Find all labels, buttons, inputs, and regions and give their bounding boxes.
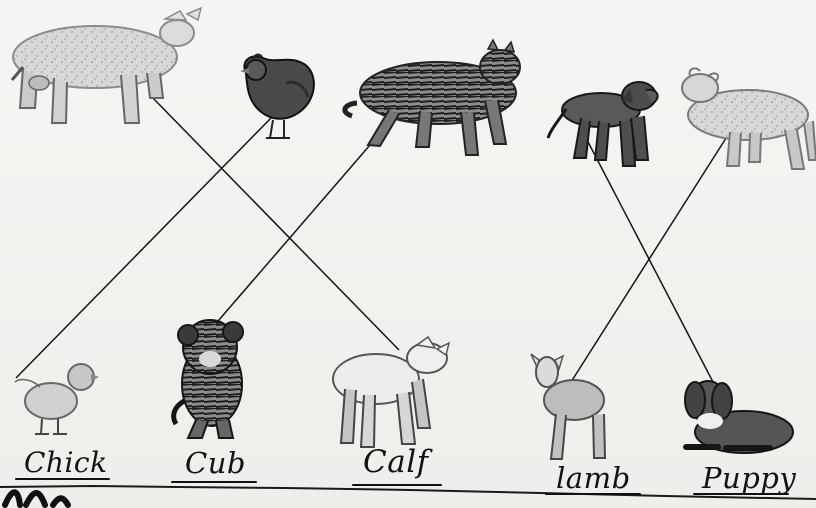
bottom-left-mark — [5, 492, 68, 505]
dog-image — [548, 82, 658, 166]
cow-image — [12, 8, 201, 123]
cub-image — [174, 320, 243, 438]
underline-chick — [15, 478, 110, 480]
label-lamb: lamb — [556, 464, 631, 493]
underline-lamb — [545, 493, 641, 495]
sheep-image — [682, 68, 816, 169]
chick-image — [15, 364, 99, 434]
underline-calf — [352, 484, 442, 486]
tiger-image — [345, 40, 520, 155]
hen-image — [240, 55, 314, 138]
label-cub: Cub — [185, 449, 246, 478]
match-line-sheep-lamb — [571, 135, 728, 382]
label-calf: Calf — [363, 447, 429, 478]
underline-puppy — [693, 493, 789, 495]
lamb-image — [531, 354, 605, 459]
underline-cub — [171, 481, 257, 483]
calf-image — [333, 337, 449, 447]
label-puppy: Puppy — [702, 464, 796, 493]
match-line-cow-calf — [150, 95, 399, 350]
puppy-image — [685, 381, 793, 453]
label-chick: Chick — [24, 449, 108, 477]
match-line-dog-puppy — [586, 138, 713, 382]
match-line-tiger-cub — [212, 145, 370, 328]
